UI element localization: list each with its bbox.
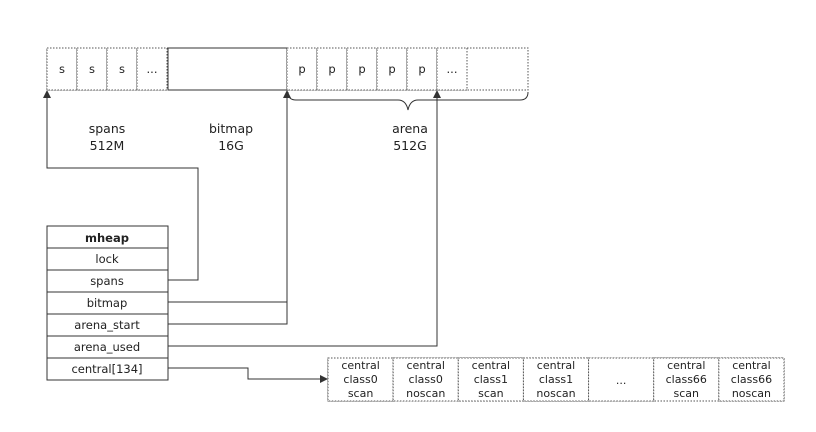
central-cell-line: class0: [343, 373, 377, 386]
central-cell-line: central: [732, 359, 770, 372]
page-cell-label: p: [358, 62, 365, 76]
mheap-field-label: arena_used: [74, 340, 140, 354]
spans-region-size: 512M: [90, 138, 125, 153]
span-cell-label: s: [59, 62, 65, 76]
central-cell-line: central: [667, 359, 705, 372]
page-cell-label: p: [298, 62, 305, 76]
arena-region-size: 512G: [393, 138, 427, 153]
span-cell-label: ...: [147, 62, 158, 76]
central-cell: [653, 357, 720, 402]
spans-region-name: spans: [89, 121, 126, 136]
mheap-field-label: lock: [95, 252, 119, 266]
central-cell-line: class1: [539, 373, 573, 386]
mheap-field-label: spans: [90, 274, 124, 288]
arena-region-name: arena: [392, 121, 428, 136]
page-cell-label: p: [418, 62, 425, 76]
central-cell: [718, 357, 785, 402]
mheap-field-label: bitmap: [87, 296, 128, 310]
mheap-field-label: central[134]: [71, 362, 142, 376]
arena-used-pointer-arrow: [168, 90, 441, 347]
span-cell-label: s: [119, 62, 125, 76]
central-cell-line: ...: [616, 374, 627, 387]
page-cell: [316, 47, 348, 91]
span-cells: s s s...: [46, 47, 168, 91]
central-cell-line: scan: [674, 387, 700, 400]
mheap-struct: mheap lock spans bitmap arena_start arena_us…: [46, 225, 169, 381]
central-cell: [588, 357, 655, 402]
span-cell: [136, 47, 168, 91]
page-cell-label: p: [328, 62, 335, 76]
central-pointer-arrow: [168, 367, 328, 383]
arena-start-pointer-arrow: [168, 302, 288, 325]
central-cell-line: noscan: [406, 387, 445, 400]
page-cells: p p p p p...: [286, 47, 468, 91]
central-cell-line: central: [341, 359, 379, 372]
central-cell-line: central: [472, 359, 510, 372]
memory-strip: s s s... p p p p p...: [46, 47, 529, 91]
span-cell: [46, 47, 78, 91]
central-cell-line: class66: [731, 373, 772, 386]
region-labels: spans 512M bitmap 16G arena 512G: [89, 121, 428, 153]
central-cell: [327, 357, 394, 402]
spans-pointer-arrow: [43, 90, 199, 281]
span-cell: [76, 47, 108, 91]
central-cell-line: class0: [409, 373, 443, 386]
page-cell-label: ...: [447, 62, 458, 76]
central-cell-line: class1: [474, 373, 508, 386]
central-cell: [392, 357, 459, 402]
arena-brace: [287, 91, 529, 111]
span-cell: [106, 47, 138, 91]
central-cell-line: scan: [478, 387, 504, 400]
central-cell-line: central: [407, 359, 445, 372]
bitmap-region: [167, 47, 288, 91]
central-cell-line: noscan: [732, 387, 771, 400]
mheap-field-cell: [46, 357, 169, 381]
central-cell-line: central: [537, 359, 575, 372]
central-cell-line: scan: [348, 387, 374, 400]
mheap-title: mheap: [85, 231, 129, 245]
central-cell-line: class66: [666, 373, 707, 386]
bitmap-region-name: bitmap: [209, 121, 253, 136]
central-cell-line: noscan: [536, 387, 575, 400]
mheap-field-label: arena_start: [74, 318, 140, 332]
span-cell-label: s: [89, 62, 95, 76]
pointer-arrows: [43, 90, 441, 383]
bitmap-region-size: 16G: [218, 138, 244, 153]
page-cell: [436, 47, 468, 91]
central-cell: [522, 357, 590, 402]
page-cell-label: p: [388, 62, 395, 76]
central-array: centralclass0scancentralclass0noscancent…: [327, 357, 785, 402]
central-cell: [457, 357, 524, 402]
